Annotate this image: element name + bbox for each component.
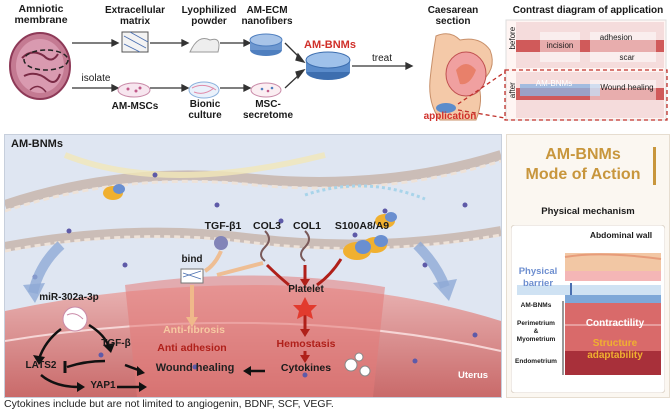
adhesion-label: adhesion: [599, 33, 633, 42]
am-bnms-label: AM-BNMs: [304, 39, 356, 51]
mir-vesicle: [62, 306, 88, 332]
scar-label: scar: [619, 53, 635, 62]
placenta-illustration: [9, 32, 71, 100]
perimetrium-label: Perimetrium: [517, 320, 555, 327]
wound-healing-top-label: Wound healing: [600, 83, 654, 92]
treat-label: treat: [371, 53, 392, 64]
tgf-b1-label: TGF-β1: [204, 220, 242, 232]
am-bnms-small-label: AM-BNMs: [535, 79, 573, 88]
mode-title-line1: AM-BNMs: [545, 146, 621, 163]
bionic-culture-icon: [188, 81, 220, 99]
myometrium-layer: [565, 303, 661, 351]
mir-302a-3p-label: miR-302a-3p: [39, 292, 99, 303]
physical-mechanism-diagram: [511, 225, 665, 393]
mode-title-line2: Mode of Action: [525, 166, 641, 183]
application-label: application: [423, 111, 477, 122]
anti-adhesion-label: Anti adhesion: [157, 342, 227, 354]
bind-label: bind: [181, 254, 203, 265]
contractility-label: Contractility: [585, 318, 645, 329]
tgf-b-label: TGF-β: [101, 338, 131, 349]
title-accent-bar: [653, 147, 656, 185]
myometrium-label: Myometrium: [516, 336, 556, 343]
adaptability-label: adaptability: [587, 350, 643, 361]
ampersand-label: &: [533, 328, 539, 335]
bionic-culture-label: Bionic culture: [188, 99, 222, 121]
footnote: Cytokines include but are not limited to…: [4, 398, 334, 410]
abdominal-wall-label: Abdominal wall: [589, 230, 653, 240]
lyophilized-powder-label: Lyophilized powder: [181, 5, 237, 27]
uterus-label: Uterus: [457, 370, 489, 381]
cytokine-bubbles: [344, 352, 371, 377]
platelet-label: Platelet: [288, 284, 324, 295]
fiber-band-2: [5, 226, 501, 252]
extracellular-matrix-label: Extracellular matrix: [104, 5, 166, 27]
s100a8a9-label: S100A8/A9: [334, 220, 390, 232]
physical-mechanism-label: Physical mechanism: [541, 206, 635, 217]
physical-barrier-label-2: barrier: [522, 278, 554, 289]
contrast-diagram-title: Contrast diagram of application: [512, 5, 664, 16]
incision-label: incision: [546, 41, 574, 50]
col1-fiber: [300, 230, 310, 262]
wound-healing-label: Wound healing: [155, 362, 235, 374]
endometrium-layer: [565, 351, 661, 375]
hemostasis-label: Hemostasis: [276, 338, 336, 350]
platelet-icon: [293, 297, 317, 319]
yap1-label: YAP1: [90, 380, 116, 391]
panel-title: AM-BNMs: [11, 138, 63, 150]
workflow-arrows: [72, 38, 414, 93]
lats2-label: LATS2: [25, 360, 57, 371]
top-workflow-panel: Amniotic membrane Extracellular matrix L…: [0, 0, 672, 128]
before-label: before: [507, 26, 517, 50]
mechanism-panel: AM-BNMs TGF-β1 COL3 COL1 S100A8/A9 bind …: [4, 134, 502, 398]
am-mscs-label: AM-MSCs: [111, 101, 159, 112]
col3-fiber: [260, 230, 270, 262]
am-bnms-layer: [565, 295, 661, 303]
secretome-dish-icon: [250, 82, 282, 98]
tgf-b1-molecule: [214, 236, 228, 250]
fiber-band-1: [5, 150, 501, 210]
am-bnms-side-label: AM-BNMs: [520, 302, 552, 309]
nanofiber-disc-icon: [249, 33, 283, 56]
powder-icon: [189, 38, 220, 53]
wound-area: [125, 275, 385, 397]
col1-label: COL1: [292, 220, 321, 232]
cytokines-label: Cytokines: [280, 362, 332, 374]
pregnant-figure-illustration: [429, 33, 493, 121]
workflow-diagram: [9, 19, 668, 121]
endometrium-label: Endometrium: [515, 358, 557, 365]
isolate-label: isolate: [81, 73, 111, 84]
structure-label: Structure: [592, 338, 638, 349]
col3-label: COL3: [252, 220, 281, 232]
amniotic-membrane-label: Amniotic membrane: [14, 3, 68, 27]
petri-dish-icon: [117, 82, 151, 98]
caesarean-section-label: Caesarean section: [427, 5, 479, 27]
am-bnms-disc-icon: [305, 51, 351, 80]
am-ecm-nanofibers-label: AM-ECM nanofibers: [241, 5, 293, 27]
physical-barrier-label-1: Physical: [518, 266, 558, 277]
anti-fibrosis-label: Anti-fibrosis: [163, 324, 225, 336]
mechanism-diagram: [5, 150, 501, 397]
after-label: after: [507, 82, 517, 99]
mode-of-action-panel: AM-BNMs Mode of Action Physical mechanis…: [506, 134, 670, 398]
right-blue-arrow: [413, 241, 450, 289]
msc-secretome-label: MSC-secretome: [242, 99, 294, 121]
abdominal-wall-layer: [565, 253, 661, 271]
